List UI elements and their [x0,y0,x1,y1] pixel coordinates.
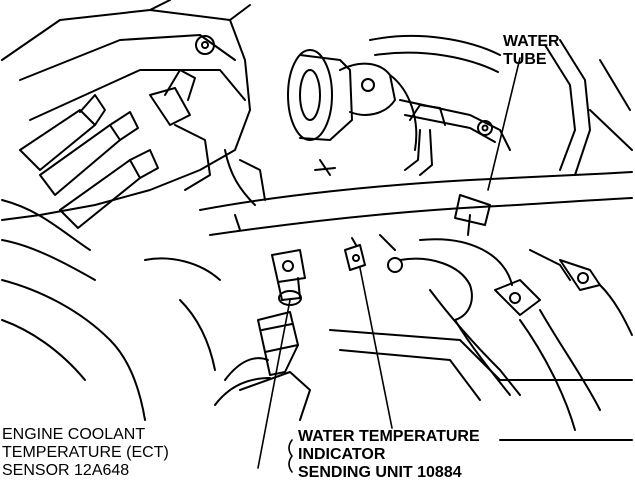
sending-unit-bracket [288,439,293,473]
water-tube-label: WATER TUBE [503,33,560,69]
spark-plug-boots-drawing [1,69,211,281]
leader-lines [257,57,521,473]
water-tube-leader [487,57,521,191]
sending-unit-label: WATER TEMPERATURE INDICATOR SENDING UNIT… [298,428,480,482]
lower-hoses-drawing [329,238,633,441]
ect-sensor-label-line3: SENSOR 12A648 [2,462,130,479]
ect-sensor-leader [257,299,291,469]
intake-manifold-drawing [1,0,251,221]
sending-unit-drawing [344,234,403,273]
sending-unit-label-line2: INDICATOR [298,446,386,463]
ect-sensor-label: ENGINE COOLANT TEMPERATURE (ECT) SENSOR … [2,426,169,480]
thermostat-housing-drawing [287,49,418,151]
sending-unit-leader [359,267,393,429]
water-tube-drawing [369,35,633,176]
water-tube-label-line2: TUBE [503,51,547,68]
sending-unit-label-line1: WATER TEMPERATURE [298,428,480,445]
ect-sensor-drawing [214,249,311,421]
sending-unit-label-line3: SENDING UNIT 10884 [298,464,462,481]
wiring-harness-drawing [199,149,633,236]
water-tube-label-line1: WATER [503,33,560,50]
ect-sensor-label-line2: TEMPERATURE (ECT) [2,444,169,461]
ect-sensor-label-line1: ENGINE COOLANT [2,426,146,443]
lower-left-drawing [1,257,221,421]
